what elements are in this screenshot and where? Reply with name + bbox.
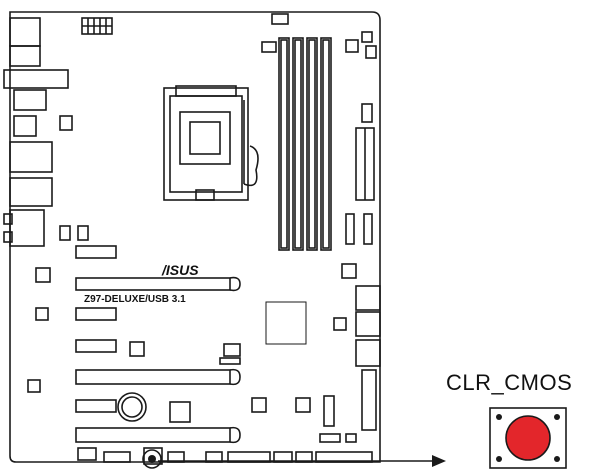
- chipset: [265, 301, 307, 345]
- bottom-headers: [77, 433, 373, 465]
- clr-cmos-callout-arrow: [158, 455, 446, 467]
- clr-cmos-label: CLR_CMOS: [446, 370, 573, 395]
- cmos-battery: [117, 392, 147, 422]
- cpu-power-connector: [81, 17, 113, 35]
- clr-cmos-location-marker: [142, 449, 162, 469]
- clr-cmos-button: [489, 407, 567, 469]
- right-headers: [333, 103, 381, 431]
- board-outline: [9, 11, 381, 463]
- cpu-socket: [163, 85, 259, 201]
- rear-io-ports: [3, 17, 73, 247]
- board-model-label: Z97-DELUXE/USB 3.1: [84, 294, 186, 305]
- dimm-slots: [278, 37, 332, 251]
- pcie-slots: [75, 276, 241, 444]
- brand-logo: /ISUS: [161, 262, 199, 278]
